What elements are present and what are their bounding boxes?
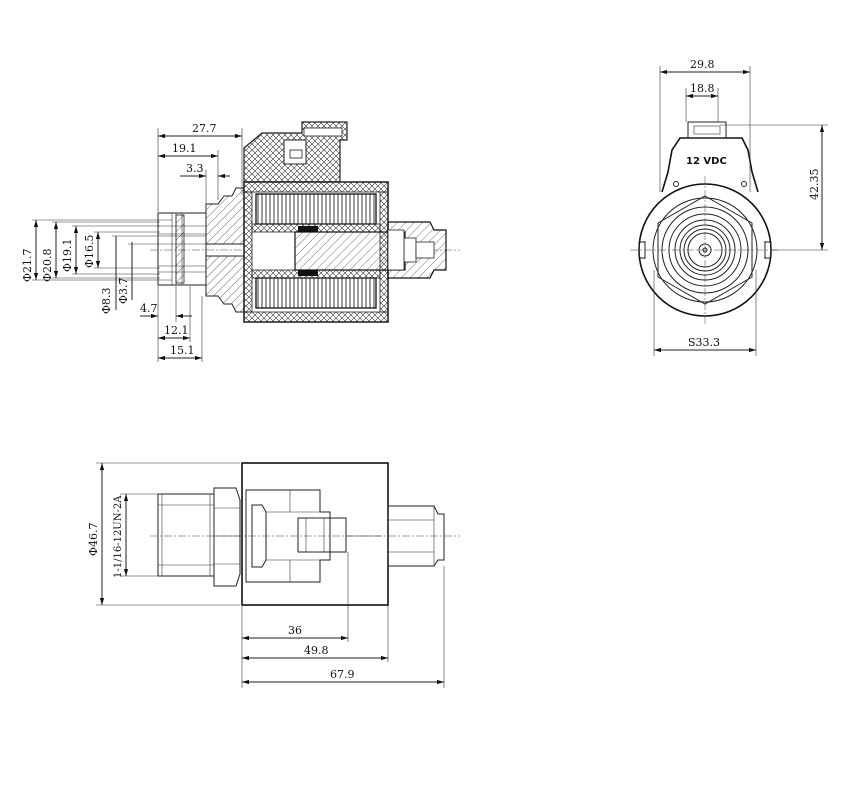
dim-d8-3: Φ8.3 (100, 287, 113, 314)
section-bottom-dims (140, 286, 203, 362)
dim-19-1: 19.1 (172, 142, 197, 155)
section-coil-frame (243, 181, 389, 323)
dim-s33-3: S33.3 (688, 336, 720, 349)
dim-3-3: 3.3 (186, 162, 204, 175)
voltage-label: 12 VDC (686, 156, 727, 167)
dim-29-8: 29.8 (690, 58, 715, 71)
dim-49-8: 49.8 (304, 644, 329, 657)
end-view: 12 VDC (630, 66, 828, 356)
dim-d20-8: Φ20.8 (41, 248, 54, 282)
dim-12-1: 12.1 (164, 324, 189, 337)
section-fitting (157, 212, 207, 286)
section-plunger (243, 226, 406, 276)
section-left-dims (32, 219, 206, 310)
dim-42-35: 42.35 (808, 169, 821, 201)
dim-d46-7: Φ46.7 (87, 522, 100, 556)
section-end-nut (387, 221, 447, 279)
dim-18-8: 18.8 (690, 82, 715, 95)
dim-27-7: 27.7 (192, 122, 217, 135)
dim-d21-7: Φ21.7 (21, 248, 34, 282)
dim-67-9: 67.9 (330, 668, 355, 681)
section-connector (243, 121, 348, 183)
dim-4-7: 4.7 (140, 302, 158, 315)
dim-15-1: 15.1 (170, 344, 195, 357)
dim-36: 36 (288, 624, 302, 637)
section-view: 27.7 19.1 3.3 Φ21.7 Φ20.8 Φ19.1 Φ16.5 Φ8… (21, 121, 460, 362)
side-view (96, 462, 460, 688)
dim-d19-1: Φ19.1 (61, 238, 74, 272)
section-top-dims (157, 128, 243, 212)
dim-d3-7: Φ3.7 (117, 277, 130, 304)
dim-thread: 1-1/16-12UN-2A (113, 495, 124, 578)
dim-d16-5: Φ16.5 (83, 234, 96, 268)
